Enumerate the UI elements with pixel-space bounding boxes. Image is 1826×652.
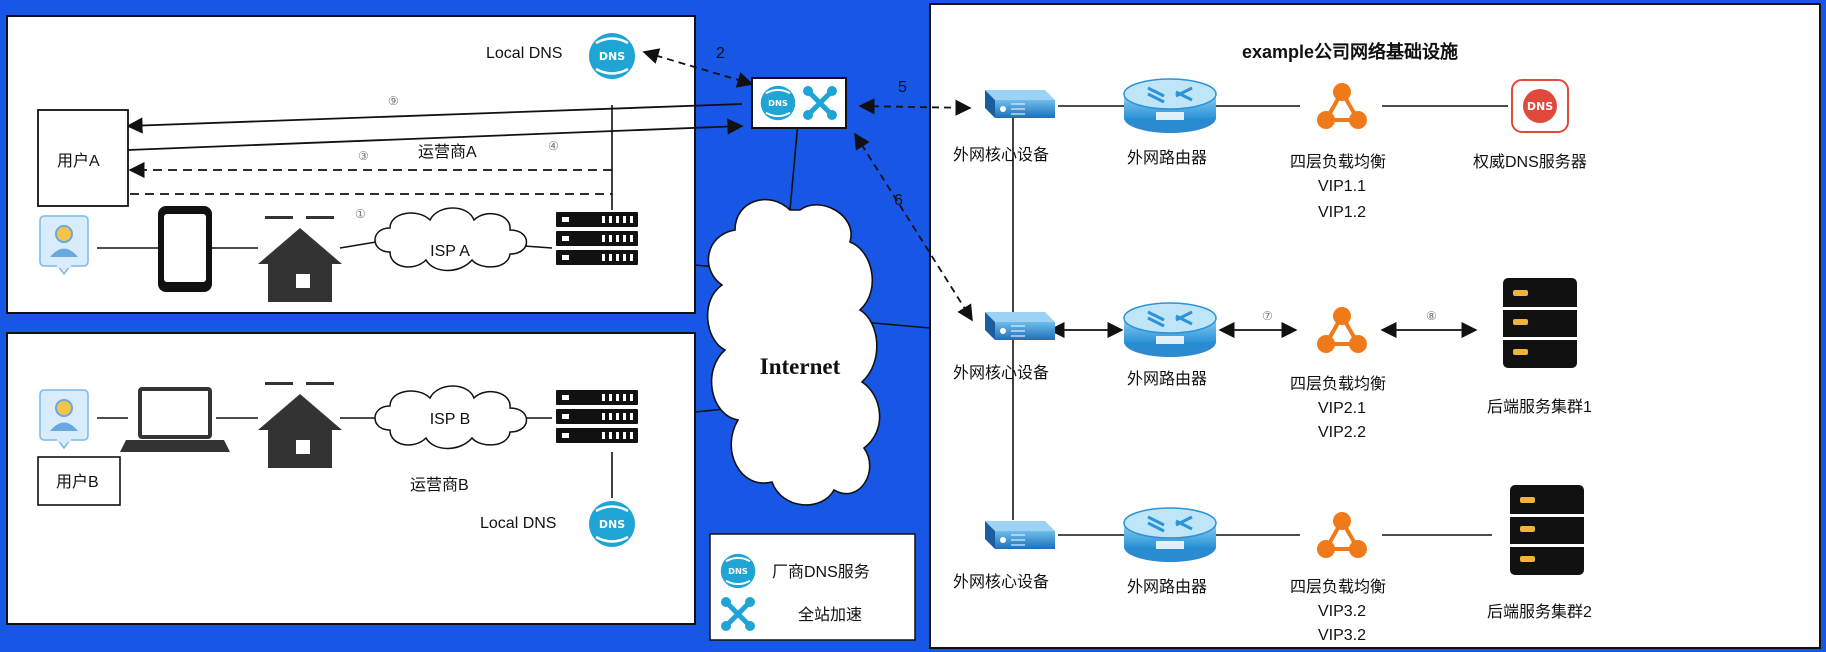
vip3-2: VIP3.2 — [1318, 627, 1366, 644]
core-device-3-icon — [984, 520, 1056, 550]
svg-text:DNS: DNS — [599, 518, 625, 531]
isp-a-cloud — [374, 207, 528, 272]
internet-cloud — [706, 198, 881, 506]
core-device-1-icon — [984, 89, 1056, 119]
step-6: 6 — [894, 192, 903, 209]
local-dns-b-icon: DNS — [587, 499, 637, 549]
user-b-avatar-icon — [39, 389, 89, 449]
core-device-2-label: 外网核心设备 — [953, 364, 1049, 382]
vip2-1: VIP2.1 — [1318, 400, 1366, 417]
step-5: 5 — [898, 79, 907, 96]
legend-dns-icon: DNS — [719, 552, 757, 590]
dns-accel-node: DNS — [751, 77, 847, 129]
local-dns-b-label: Local DNS — [480, 515, 556, 532]
cluster-2-label: 后端服务集群2 — [1487, 603, 1592, 621]
core-device-3-label: 外网核心设备 — [953, 573, 1049, 591]
lb-2-label: 四层负载均衡 — [1290, 375, 1386, 393]
watermark: @稀土掘金技术社区 — [1662, 628, 1788, 644]
router-2-icon — [1122, 301, 1218, 359]
router-1-label: 外网路由器 — [1127, 149, 1207, 167]
accel-icon — [803, 86, 837, 120]
step-4: ④ — [548, 139, 559, 153]
user-a-box — [37, 109, 129, 207]
auth-dns-label: 权威DNS服务器 — [1473, 153, 1587, 171]
svg-text:DNS: DNS — [599, 50, 625, 63]
local-dns-a-icon: DNS — [587, 31, 637, 81]
carrier-b-label: 运营商B — [410, 476, 469, 494]
step-3: ③ — [358, 149, 369, 163]
user-a-avatar-icon — [39, 215, 89, 275]
legend-accel-icon — [721, 597, 755, 631]
vip1-1: VIP1.1 — [1318, 178, 1366, 195]
legend: DNS 厂商DNS服务 全站加速 — [709, 533, 916, 641]
user-b-box — [37, 456, 121, 506]
core-device-2-icon — [984, 311, 1056, 341]
lb-1-label: 四层负载均衡 — [1290, 153, 1386, 171]
isp-a-server-icon — [556, 212, 638, 265]
vendor-dns-icon: DNS — [759, 84, 797, 122]
isp-b-label: ISP B — [430, 411, 471, 428]
step-7: ⑦ — [1262, 309, 1273, 323]
svg-text:DNS: DNS — [728, 566, 748, 576]
core-device-1-label: 外网核心设备 — [953, 146, 1049, 164]
user-b-panel — [6, 332, 696, 625]
svg-text:DNS: DNS — [768, 98, 788, 108]
step-9: ⑨ — [388, 94, 399, 108]
cluster-1-label: 后端服务集群1 — [1487, 398, 1592, 416]
lb-3-label: 四层负载均衡 — [1290, 578, 1386, 596]
internet-label: Internet — [760, 354, 841, 379]
router-3-icon — [1122, 506, 1218, 564]
local-dns-a-label: Local DNS — [486, 45, 562, 62]
step-labels: ⑨ ③ ④ ① 2 5 6 ⑦ ⑧ — [355, 45, 1437, 323]
cluster-2-server-icon — [1510, 485, 1584, 575]
vip3-1: VIP3.2 — [1318, 603, 1366, 620]
phone-icon — [158, 206, 212, 292]
user-a-label: 用户A — [57, 152, 100, 170]
vip1-2: VIP1.2 — [1318, 204, 1366, 221]
vip2-2: VIP2.2 — [1318, 424, 1366, 441]
router-3-label: 外网路由器 — [1127, 578, 1207, 596]
router-2-label: 外网路由器 — [1127, 370, 1207, 388]
step-2: 2 — [716, 45, 725, 62]
infra-title: example公司网络基础设施 — [1242, 41, 1458, 62]
step-8: ⑧ — [1426, 309, 1437, 323]
legend-accel-label: 全站加速 — [798, 606, 862, 624]
cluster-1-server-icon — [1503, 278, 1577, 368]
infrastructure-panel — [929, 3, 1821, 649]
router-1-icon — [1122, 77, 1218, 135]
laptop-icon — [120, 387, 230, 452]
flow-arrows — [126, 48, 1478, 339]
carrier-a-label: 运营商A — [418, 143, 477, 161]
step-1: ① — [355, 207, 366, 221]
svg-text:DNS: DNS — [1527, 100, 1553, 113]
isp-b-server-icon — [556, 390, 638, 443]
isp-a-label: ISP A — [430, 243, 470, 260]
legend-dns-label: 厂商DNS服务 — [772, 563, 870, 581]
auth-dns-icon: DNS — [1511, 79, 1569, 133]
user-b-label: 用户B — [56, 473, 99, 491]
